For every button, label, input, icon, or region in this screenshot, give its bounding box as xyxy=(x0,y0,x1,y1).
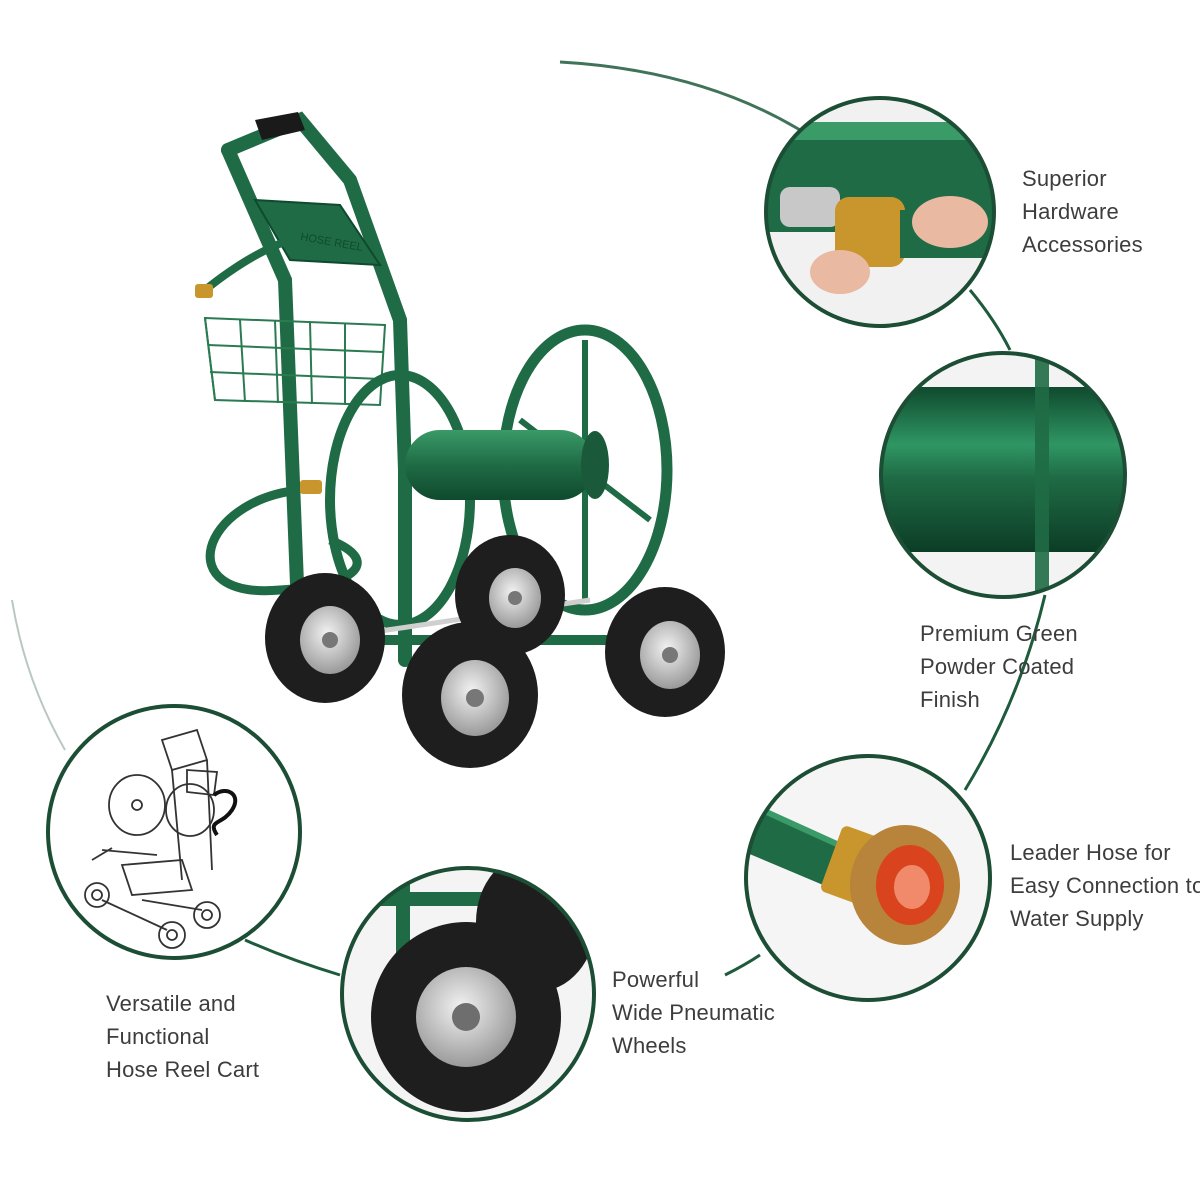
feature-line: Wide Pneumatic xyxy=(612,1000,775,1025)
feature-line: Versatile and xyxy=(106,991,236,1016)
wheel-front-left xyxy=(402,622,538,768)
feature-label-wheels: Powerful Wide Pneumatic Wheels xyxy=(612,963,775,1062)
feature-line: Powerful xyxy=(612,967,700,992)
feature-line: Functional xyxy=(106,1024,210,1049)
feature-line: Powder Coated xyxy=(920,654,1075,679)
feature-line: Finish xyxy=(920,687,980,712)
wire-basket xyxy=(203,316,387,407)
feature-line: Hose Reel Cart xyxy=(106,1057,260,1082)
wheel-rear-left xyxy=(265,573,385,703)
feature-label-leader-hose: Leader Hose for Easy Connection to Water… xyxy=(1010,836,1200,935)
feature-line: Water Supply xyxy=(1010,906,1144,931)
brass-hose-fitting-closeup xyxy=(764,96,996,328)
feature-line: Easy Connection to xyxy=(1010,873,1200,898)
feature-line: Wheels xyxy=(612,1033,687,1058)
feature-line: Leader Hose for xyxy=(1010,840,1171,865)
feature-line: Hardware xyxy=(1022,199,1119,224)
feature-label-finish: Premium Green Powder Coated Finish xyxy=(920,617,1078,716)
feature-line: Accessories xyxy=(1022,232,1143,257)
arc-right-lower xyxy=(724,953,761,977)
arc-left xyxy=(11,599,66,751)
feature-label-hardware: Superior Hardware Accessories xyxy=(1022,162,1143,261)
feature-line: Premium Green xyxy=(920,621,1078,646)
feature-label-versatile: Versatile and Functional Hose Reel Cart xyxy=(106,987,259,1086)
green-powder-coated-tube-closeup xyxy=(879,351,1127,599)
feature-line: Superior xyxy=(1022,166,1107,191)
arc-bottom-left xyxy=(244,938,341,977)
arc-right-mid xyxy=(963,594,1047,791)
cart-line-drawing xyxy=(46,704,302,960)
pneumatic-wheel-closeup xyxy=(340,866,596,1122)
wheel-front-right xyxy=(605,587,725,717)
arc-right-upper xyxy=(968,289,1012,351)
brass-hose-connector-closeup xyxy=(744,754,992,1002)
arc-upper-right xyxy=(559,60,801,132)
